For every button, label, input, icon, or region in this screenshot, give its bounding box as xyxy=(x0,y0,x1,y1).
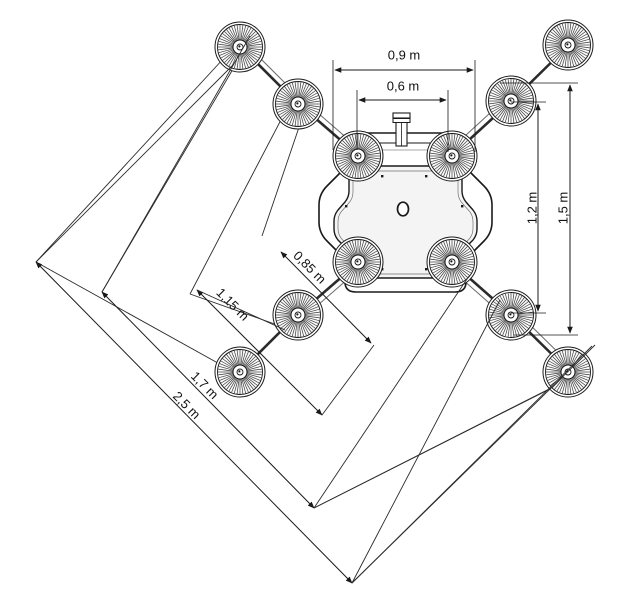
dimension-height-1-5: 1,5 m xyxy=(500,82,578,336)
dimension-label-1-2: 1,2 m xyxy=(524,192,539,225)
rotor-inner-tl xyxy=(332,130,384,182)
envelope-lower-right-lines xyxy=(313,275,596,584)
rotor-inner-tr xyxy=(426,130,478,182)
dimension-width-0-9: 0,9 m xyxy=(332,47,476,152)
rotor-inner-bl xyxy=(332,236,384,288)
rotor-nw-tip xyxy=(214,21,266,73)
rotor-ne-tip xyxy=(542,19,594,71)
rotor-sw-tip xyxy=(214,346,266,398)
dimension-label-2-5: 2,5 m xyxy=(170,388,204,422)
dimension-label-1-5: 1,5 m xyxy=(555,192,570,225)
rotor-inner-br xyxy=(426,236,478,288)
frame-guide-lines xyxy=(35,34,312,368)
rotor-nw-mid xyxy=(272,78,324,130)
rotor-se-mid xyxy=(485,289,537,341)
dimension-label-0-6: 0,6 m xyxy=(387,78,420,93)
rotor-ne-mid xyxy=(485,75,537,127)
mast-antenna xyxy=(392,112,411,147)
dimension-width-0-6: 0,6 m xyxy=(356,78,449,152)
rotor-sw-mid xyxy=(272,289,324,341)
dimension-height-1-2: 1,2 m xyxy=(511,101,546,314)
dimension-label-0-9: 0,9 m xyxy=(388,47,421,62)
center-marker xyxy=(396,201,410,217)
